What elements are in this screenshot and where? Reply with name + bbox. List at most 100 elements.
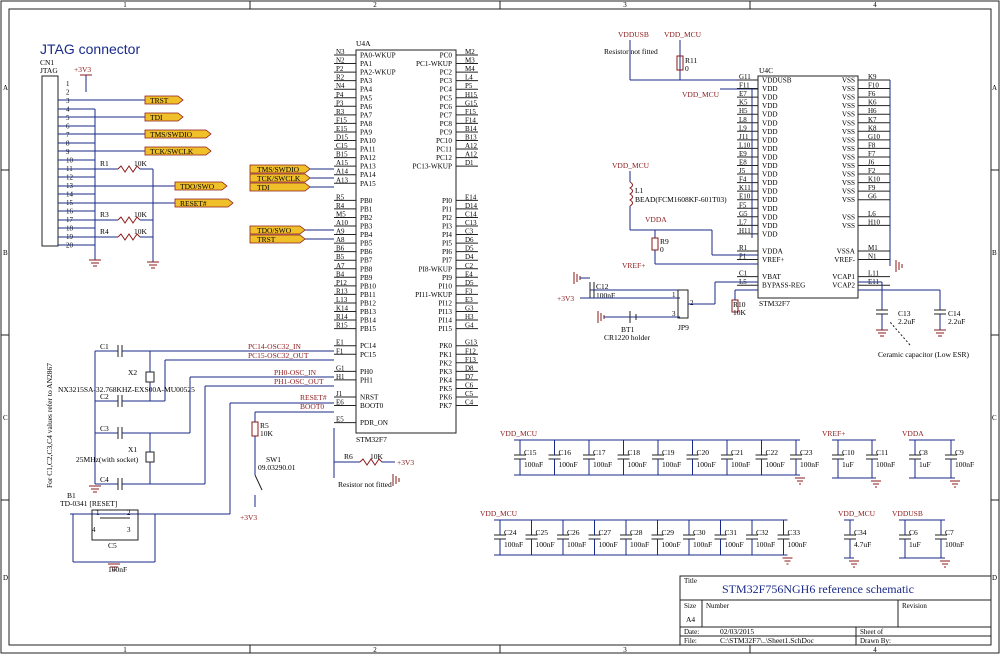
decap2-ref-c30: C30 (693, 528, 706, 537)
u4a-pin-pb11: PB11 (360, 291, 376, 299)
u4a-pin-pa1: PA1 (360, 60, 373, 68)
r5-val: 10K (260, 429, 274, 438)
u4a-pin-num-pi4: C3 (465, 228, 474, 236)
u4c-pin-num-1: F11 (739, 82, 750, 90)
u4a-pin-num-pa2-wkup: P2 (336, 65, 344, 73)
decap-val-c19: 100nF (662, 460, 681, 469)
u4c-pin-left-7: VDD (762, 136, 778, 144)
u4c-pin-right-24: VCAP2 (832, 282, 855, 290)
decap2-val-c30: 100nF (693, 540, 712, 549)
u4a-pin-num-pc9: B14 (465, 125, 477, 133)
jtag-block: JTAG connector CN1 JTAG 1234567891011121… (40, 41, 234, 269)
u4a-pin-pk7: PK7 (439, 402, 452, 410)
decap-vref-val-c11: 100nF (876, 460, 895, 469)
decap-vdda-net: VDDA (902, 429, 924, 438)
drawn-label: Drawn By: (860, 637, 891, 645)
u4c-pin-right-6: VSS (842, 128, 855, 136)
u4c-pin-num-r-20: M1 (868, 244, 878, 252)
x2-part: NX3215SA-32.768KHZ-EXS00A-MU00525 (58, 385, 195, 394)
u4a-pin-pa9: PA9 (360, 128, 373, 136)
b1-pin-4: 4 (92, 526, 96, 534)
u4a-pin-num-pc4: P5 (465, 82, 473, 90)
decap-c34-val-c34: 4.7uF (854, 540, 871, 549)
u4c-pin-num-r-8: F8 (868, 141, 876, 149)
bat-supply: +3V3 (557, 294, 574, 303)
date-value: 02/03/2015 (720, 627, 754, 636)
u4a-pin-pc2: PC2 (440, 69, 453, 77)
u4c-pin-left-23: VBAT (762, 273, 781, 281)
u4c-pin-right-9: VSS (842, 153, 855, 161)
title-text: STM32F756NGH6 reference schematic (722, 582, 914, 596)
size-label: Size (684, 602, 696, 610)
u4a-pin-pc15: PC15 (360, 351, 376, 359)
u4a-pin-pc12: PC12 (436, 154, 452, 162)
decap2-val-c31: 100nF (725, 540, 744, 549)
decap2-ref-c25: C25 (536, 528, 549, 537)
u4a-pin-pi9: PI9 (442, 274, 452, 282)
date-label: Date: (684, 628, 699, 636)
u4a-pin-pc6: PC6 (440, 103, 453, 111)
jp9-pin-1: 1 (672, 291, 676, 299)
osc-note: For C1,C2,C3,C4 values refer to AN2867 (45, 363, 54, 488)
flag-trst-text: TRST (150, 96, 169, 105)
decap-vdda-val-c9: 100nF (955, 460, 974, 469)
b1-part: TD-0341 [RESET] (60, 499, 117, 508)
decap-c34-net: VDD_MCU (838, 509, 876, 518)
frame-col-top-2: 2 (373, 1, 377, 9)
u4a-pin-num-pb8: A7 (336, 262, 345, 270)
u4c-pin-left-3: VDD (762, 102, 778, 110)
u4a-pin-pc10: PC10 (436, 137, 452, 145)
decap-ref-c20: C20 (697, 448, 710, 457)
u4a-pin-num-pb9: B4 (336, 270, 345, 278)
u4c-pin-num-11: J5 (739, 167, 746, 175)
u4a-pin-pi1: PI1 (442, 205, 452, 213)
u4a-pin-num-pc0: M2 (465, 48, 475, 56)
u4c-pin-num-r-5: K7 (868, 116, 877, 124)
u4a-pin-num-pk3: D8 (465, 364, 474, 372)
u4a-pin-num-pb15: R15 (336, 322, 348, 330)
u4c-pin-left-15: VDD (762, 205, 778, 213)
decap-val-c16: 100nF (559, 460, 578, 469)
u4a-pin-pa2-wkup: PA2-WKUP (360, 69, 396, 77)
sheet-label: Sheet of (860, 628, 884, 636)
u4a-pin-num-pb1: R4 (336, 202, 345, 210)
u4c-pin-right-8: VSS (842, 145, 855, 153)
u4a-pin-pa4: PA4 (360, 86, 373, 94)
u4c-pin-num-8: L10 (739, 141, 751, 149)
u4c-pin-left-21: VREF+ (762, 256, 784, 264)
u4a-pin-pc8: PC8 (440, 120, 453, 128)
u4a-pin-pc4: PC4 (440, 86, 453, 94)
jtag-title: JTAG connector (40, 41, 140, 57)
u4c-pin-left-1: VDD (762, 85, 778, 93)
u4c-pin-right-23: VCAP1 (832, 273, 855, 281)
u4c-pin-left-5: VDD (762, 119, 778, 127)
u4c-vddmcu-net: VDD_MCU (664, 30, 702, 39)
u4a-pin-pi13: PI13 (438, 308, 452, 316)
x1-part: 25MHz(with socket) (76, 455, 139, 464)
decap-usb-net: VDDUSB (892, 509, 923, 518)
u4a-pin-num-pc10: B13 (465, 134, 477, 142)
u4c-pin-right-20: VSSA (837, 248, 856, 256)
decap-usb-ref-c6: C6 (909, 528, 918, 537)
u4a-pin-pc14: PC14 (360, 342, 376, 350)
decap-usb-ref-c7: C7 (945, 528, 954, 537)
u4a-pin-pb7: PB7 (360, 257, 373, 265)
flag-tck-u4-text: TCK/SWCLK (257, 174, 301, 183)
u4a-pin-num-pa13: A15 (336, 159, 349, 167)
u4c-pin-num-r-4: H6 (868, 107, 877, 115)
c13-ref: C13 (898, 309, 911, 318)
decap-usb-val-c6: 1uF (909, 540, 921, 549)
u4a-pin-num-pi9: E4 (465, 270, 473, 278)
u4c-pin-num-16: G5 (739, 210, 748, 218)
u4c-pin-left-4: VDD (762, 111, 778, 119)
u4c-pin-num-r-23: L11 (868, 270, 880, 278)
u4a-pin-num-pa8: F15 (336, 116, 347, 124)
vdda-net: VDDA (645, 215, 667, 224)
decap-ref-c17: C17 (593, 448, 606, 457)
u4a-pin-num-pa0-wkup: N3 (336, 48, 345, 56)
flag-tdi-u4 (249, 182, 311, 192)
u4a-part: STM32F7 (356, 435, 387, 444)
r9-val: 0 (660, 245, 664, 254)
r6-supply: +3V3 (397, 458, 414, 467)
jp9-ref: JP9 (678, 323, 689, 332)
